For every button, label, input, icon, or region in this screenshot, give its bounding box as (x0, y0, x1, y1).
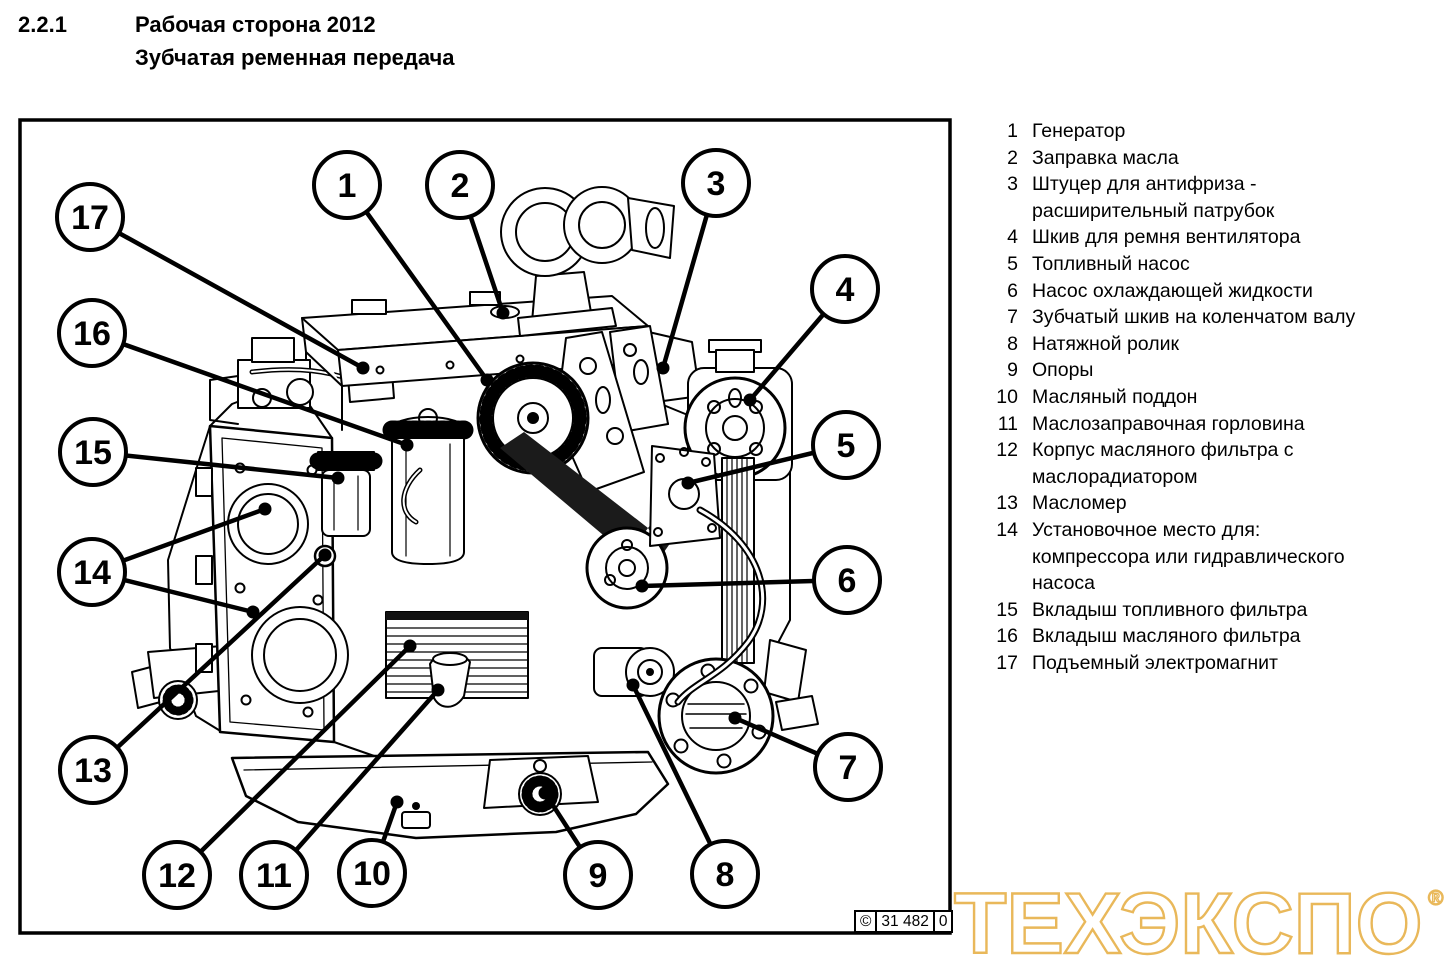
legend-item-number: 9 (1007, 359, 1018, 382)
callout-9: 9 (538, 786, 633, 910)
callout-15: 15 (58, 417, 345, 487)
callout-number: 10 (353, 855, 391, 893)
legend-item-label: Штуцер для антифриза -расширительный пат… (1032, 173, 1275, 222)
legend-item-17: 17 Подъемный электромагнит (992, 650, 1444, 677)
legend-item-label: Опоры (1032, 359, 1094, 382)
callout-11: 11 (239, 683, 445, 910)
callout-17: 17 (55, 182, 370, 375)
legend-item-number: 11 (997, 412, 1018, 435)
legend-item-2: 2 Заправка масла (992, 145, 1444, 172)
legend-item-number: 15 (996, 598, 1018, 621)
legend-item-11: 11 Маслозаправочная горловина (992, 411, 1444, 438)
legend-item-label: Масломер (1032, 492, 1127, 515)
legend-item-13: 13 Масломер (992, 490, 1444, 517)
legend-item-label: Подъемный электромагнит (1032, 651, 1278, 674)
legend-item-label: Зубчатый шкив на коленчатом валу (1032, 306, 1356, 329)
legend-item-6: 6 Насос охлаждающей жидкости (992, 278, 1444, 305)
legend-item-7: 7 Зубчатый шкив на коленчатом валу (992, 304, 1444, 331)
plate-suffix: 0 (932, 912, 952, 931)
callout-number: 7 (839, 749, 858, 787)
legend-item-number: 8 (1007, 332, 1018, 355)
legend-item-label: Генератор (1032, 120, 1126, 142)
callout-5: 5 (681, 410, 881, 490)
section-title-line1: Рабочая сторона 2012 (135, 12, 376, 37)
legend-item-number: 3 (1007, 173, 1018, 196)
legend-list: 1 Генератор 2 Заправка масла 3 Штуцер для ант… (992, 118, 1444, 676)
legend-item-1: 1 Генератор (992, 118, 1444, 145)
legend-item-label: Установочное место для:компрессора или г… (1032, 518, 1345, 595)
copyright-symbol: © (860, 912, 872, 930)
callout-number: 12 (158, 857, 196, 895)
callout-number: 16 (73, 315, 111, 353)
section-number: 2.2.1 (18, 12, 67, 37)
legend-item-label: Вкладыш масляного фильтра (1032, 625, 1301, 648)
legend-item-number: 13 (996, 492, 1018, 515)
legend-item-5: 5 Топливный насос (992, 251, 1444, 278)
legend-item-number: 7 (1007, 306, 1018, 329)
legend-item-8: 8 Натяжной ролик (992, 331, 1444, 358)
legend-item-number: 12 (996, 439, 1018, 462)
callout-2: 2 (425, 150, 510, 320)
callout-number: 13 (74, 752, 112, 790)
callout-3: 3 (656, 148, 751, 375)
section-title: Рабочая сторона 2012 Зубчатая ременная п… (135, 8, 455, 74)
plate-code: 31 482 (875, 912, 932, 931)
callout-4: 4 (743, 254, 880, 407)
callout-1: 1 (312, 150, 494, 387)
callout-14: 14 (57, 502, 272, 619)
legend-item-number: 5 (1007, 252, 1018, 275)
section-title-line2: Зубчатая ременная передача (135, 45, 455, 70)
callout-number: 17 (71, 199, 109, 237)
legend-item-label: Заправка масла (1032, 146, 1179, 169)
callout-number: 4 (836, 271, 855, 309)
legend-item-number: 14 (996, 518, 1018, 541)
callout-number: 14 (73, 554, 111, 592)
legend-item-label: Масляный поддон (1032, 385, 1198, 408)
legend-item-10: 10 Масляный поддон (992, 384, 1444, 411)
legend-item-9: 9 Опоры (992, 357, 1444, 384)
legend-item-4: 4 Шкив для ремня вентилятора (992, 224, 1444, 251)
callout-number: 2 (451, 167, 470, 205)
legend-item-14: 14 Установочное место для:компрессора или… (992, 517, 1444, 597)
callout-number: 6 (838, 562, 857, 600)
callout-number: 9 (589, 857, 608, 895)
callout-number: 5 (837, 427, 856, 465)
figure-number-plate: © 31 482 0 (854, 910, 954, 933)
legend-item-3: 3 Штуцер для антифриза -расширительный па… (992, 171, 1444, 224)
callout-16: 16 (57, 298, 414, 452)
callout-12: 12 (142, 639, 417, 910)
legend-item-label: Шкив для ремня вентилятора (1032, 226, 1301, 249)
legend-item-label: Насос охлаждающей жидкости (1032, 279, 1313, 302)
legend-item-16: 16 Вкладыш масляного фильтра (992, 623, 1444, 650)
callout-number: 3 (707, 165, 726, 203)
legend-item-number: 10 (996, 385, 1018, 408)
callout-8: 8 (626, 678, 760, 909)
legend-item-label: Маслозаправочная горловина (1032, 412, 1305, 435)
legend-item-number: 2 (1007, 146, 1018, 169)
callout-7: 7 (728, 711, 883, 802)
page-title: 2.2.1 Рабочая сторона 2012 Зубчатая реме… (18, 8, 455, 74)
callout-10: 10 (337, 795, 407, 908)
legend-item-number: 17 (996, 651, 1018, 674)
legend-item-label: Натяжной ролик (1032, 332, 1180, 355)
legend-item-label: Вкладыш топливного фильтра (1032, 598, 1308, 621)
legend-item-number: 6 (1007, 279, 1018, 302)
callout-number: 15 (74, 434, 112, 472)
legend-item-15: 15 Вкладыш топливного фильтра (992, 597, 1444, 624)
legend-item-label: Топливный насос (1032, 252, 1190, 275)
callout-number: 11 (256, 857, 292, 895)
callout-13: 13 (58, 548, 332, 805)
callout-6: 6 (635, 545, 882, 615)
callout-number: 8 (716, 856, 735, 894)
callout-number: 1 (338, 167, 357, 205)
legend-item-number: 16 (996, 625, 1018, 648)
legend-item-number: 4 (1007, 226, 1018, 249)
legend-item-number: 1 (1007, 120, 1018, 142)
